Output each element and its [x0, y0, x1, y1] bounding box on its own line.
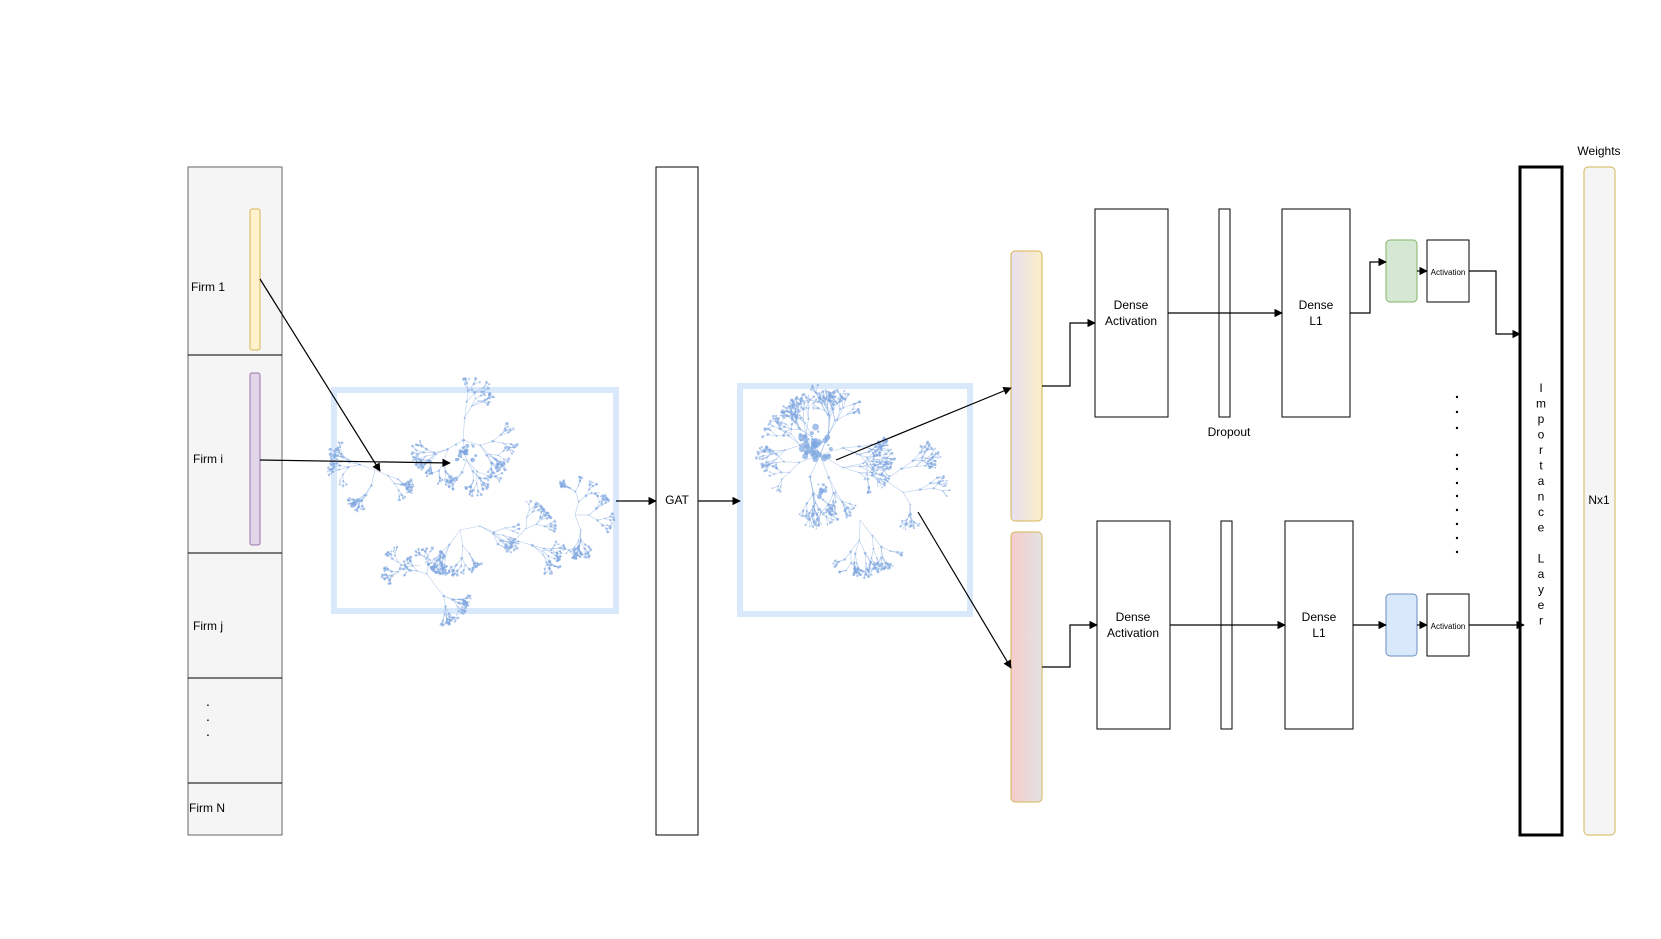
- activation-label: Activation: [1431, 268, 1466, 277]
- dense-l1-line1: Dense: [1302, 610, 1337, 624]
- arrow: [1042, 318, 1096, 387]
- dense-activation-line2: Activation: [1105, 314, 1157, 328]
- dropout-label: Dropout: [1208, 425, 1251, 439]
- output-node-blue: [1385, 593, 1418, 657]
- firm-1-feature-bar: [249, 208, 261, 351]
- arrow: [259, 458, 451, 468]
- embedding-bar-bottom: [1010, 531, 1043, 803]
- weights-size-label: Nx1: [1588, 493, 1610, 507]
- dense-activation-line1: Dense: [1114, 298, 1149, 312]
- input-graph-image: [326, 376, 619, 627]
- activation-label: Activation: [1431, 622, 1466, 631]
- arrow: [259, 278, 381, 472]
- dense-l1-line1: Dense: [1299, 298, 1334, 312]
- embedding-bar-top: [1010, 250, 1043, 522]
- dense-l1-block: [1284, 520, 1354, 730]
- dense-l1-line2: L1: [1309, 314, 1323, 328]
- dense-l1-line2: L1: [1312, 626, 1326, 640]
- dense-activation-line2: Activation: [1107, 626, 1159, 640]
- dense-l1-block: [1281, 208, 1351, 418]
- dense-activation-block: [1094, 208, 1169, 418]
- arrow: [1042, 620, 1098, 668]
- firm-j-label: Firm j: [193, 619, 223, 633]
- firm-ellipsis-dot: .: [206, 693, 210, 709]
- weights-title: Weights: [1577, 144, 1620, 158]
- firm-panel: Firm 1 Firm i Firm j . . . Firm N: [187, 166, 283, 836]
- firm-ellipsis-dot: .: [206, 723, 210, 739]
- arrow: [917, 511, 1012, 669]
- output-node-green: [1385, 239, 1418, 303]
- connectors: [259, 257, 1525, 669]
- graph-network-nodes: [326, 376, 616, 627]
- firm-i-feature-bar: [249, 372, 261, 546]
- firm-ellipsis-dot: .: [206, 708, 210, 724]
- branch-top: Dense Activation Dropout Dense L1 Activa…: [1094, 208, 1470, 439]
- arrow: [835, 386, 1012, 461]
- activation-block: [1426, 593, 1470, 657]
- activation-block: [1426, 239, 1470, 303]
- weights-vector: Weights Nx1: [1577, 144, 1621, 836]
- dense-activation-line1: Dense: [1116, 610, 1151, 624]
- gat-block: GAT: [655, 166, 699, 836]
- firm-i-label: Firm i: [193, 452, 223, 466]
- firm-n-label: Firm N: [189, 801, 225, 815]
- dense-activation-block: [1096, 520, 1171, 730]
- firm-1-label: Firm 1: [191, 280, 225, 294]
- gat-label: GAT: [665, 493, 689, 507]
- arrow: [1350, 257, 1387, 314]
- arrow: [1469, 270, 1521, 339]
- branch-ellipsis: [1455, 395, 1459, 554]
